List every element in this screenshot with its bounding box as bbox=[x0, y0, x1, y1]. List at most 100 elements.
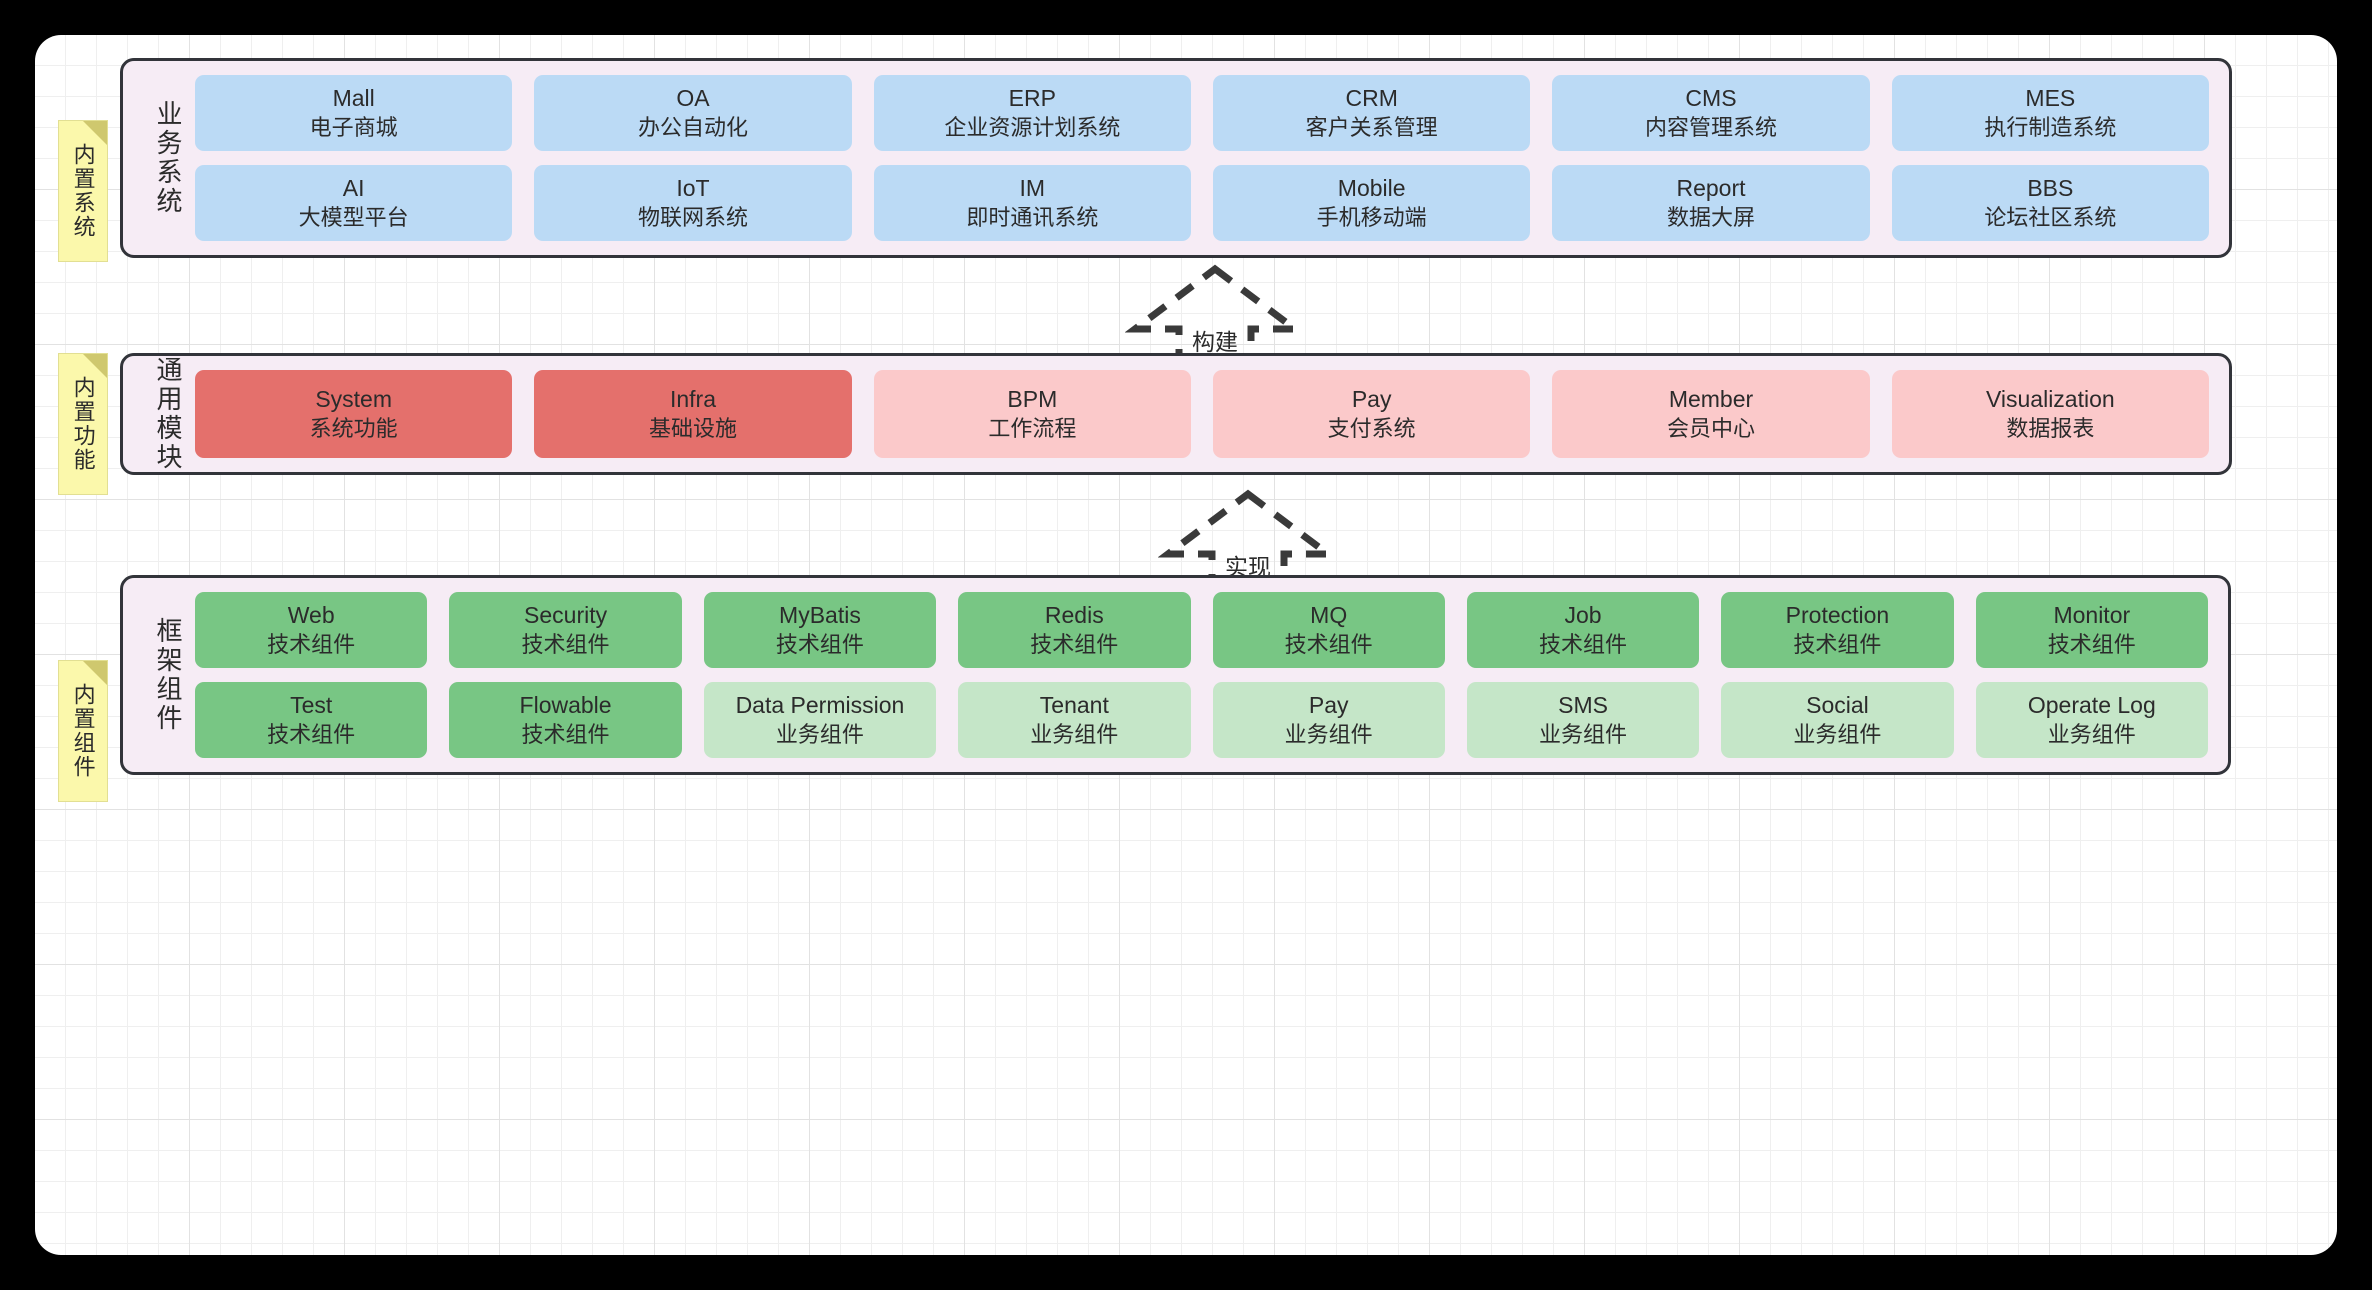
node-subtitle: 数据报表 bbox=[2006, 415, 2095, 441]
node-title: Protection bbox=[1785, 602, 1890, 629]
node-subtitle: 会员中心 bbox=[1666, 415, 1755, 441]
node-title: CMS bbox=[1685, 85, 1737, 112]
node-subtitle: 执行制造系统 bbox=[1984, 114, 2117, 140]
node-subtitle: 物联网系统 bbox=[637, 204, 748, 230]
node-title: MyBatis bbox=[779, 602, 861, 629]
node-subtitle: 即时通讯系统 bbox=[966, 204, 1099, 230]
node-subtitle: 业务组件 bbox=[775, 721, 864, 747]
sticky-fold-icon bbox=[83, 121, 107, 145]
node-title: Data Permission bbox=[735, 692, 905, 719]
node-title: Operate Log bbox=[2027, 692, 2156, 719]
node-subtitle: 手机移动端 bbox=[1316, 204, 1427, 230]
node-title: Monitor bbox=[2053, 602, 2131, 629]
node-subtitle: 业务组件 bbox=[1284, 721, 1373, 747]
node-title: Web bbox=[287, 602, 335, 629]
section-label-framework-components: 框架组件 bbox=[153, 617, 183, 733]
node-subtitle: 电子商城 bbox=[309, 114, 398, 140]
node-title: Job bbox=[1564, 602, 1602, 629]
node-title: MQ bbox=[1310, 602, 1348, 629]
node-subtitle: 技术组件 bbox=[775, 631, 864, 657]
node-subtitle: 技术组件 bbox=[521, 721, 610, 747]
node-subtitle: 技术组件 bbox=[1030, 631, 1119, 657]
node-title: MES bbox=[2025, 85, 2076, 112]
sticky-note-label: 内置系统 bbox=[70, 143, 96, 239]
node-subtitle: 工作流程 bbox=[988, 415, 1077, 441]
sticky-note-builtin-systems: 内置系统 bbox=[58, 120, 108, 262]
node-title: Redis bbox=[1044, 602, 1104, 629]
node-subtitle: 基础设施 bbox=[648, 415, 737, 441]
arrow-label-build: 构建 bbox=[1192, 329, 1238, 355]
node-title: Infra bbox=[669, 386, 716, 413]
node-title: Tenant bbox=[1039, 692, 1109, 719]
node-title: Report bbox=[1676, 175, 1746, 202]
node-subtitle: 办公自动化 bbox=[637, 114, 748, 140]
node-title: Test bbox=[290, 692, 333, 719]
arrow-outline bbox=[1158, 489, 1338, 606]
node-subtitle: 技术组件 bbox=[1793, 631, 1882, 657]
sticky-fold-icon bbox=[83, 661, 107, 685]
node-subtitle: 支付系统 bbox=[1327, 415, 1416, 441]
node-title: AI bbox=[342, 175, 365, 202]
node-subtitle: 技术组件 bbox=[521, 631, 610, 657]
sticky-note-builtin-features: 内置功能 bbox=[58, 353, 108, 495]
node-subtitle: 业务组件 bbox=[1030, 721, 1119, 747]
node-title: Pay bbox=[1351, 386, 1392, 413]
node-subtitle: 论坛社区系统 bbox=[1984, 204, 2117, 230]
node-title: BBS bbox=[2027, 175, 2074, 202]
node-title: IM bbox=[1019, 175, 1046, 202]
node-title: Flowable bbox=[519, 692, 612, 719]
sticky-note-label: 内置功能 bbox=[70, 376, 96, 472]
section-label-common-modules: 通用模块 bbox=[153, 356, 183, 472]
arrow-outline bbox=[1125, 264, 1305, 381]
node-subtitle: 业务组件 bbox=[2047, 721, 2136, 747]
node-subtitle: 技术组件 bbox=[1539, 631, 1628, 657]
node-title: Visualization bbox=[1985, 386, 2115, 413]
node-subtitle: 业务组件 bbox=[1539, 721, 1628, 747]
node-subtitle: 技术组件 bbox=[267, 721, 356, 747]
node-subtitle: 技术组件 bbox=[267, 631, 356, 657]
node-title: IoT bbox=[676, 175, 710, 202]
node-title: BPM bbox=[1007, 386, 1058, 413]
node-title: CRM bbox=[1345, 85, 1398, 112]
node-title: System bbox=[315, 386, 392, 413]
